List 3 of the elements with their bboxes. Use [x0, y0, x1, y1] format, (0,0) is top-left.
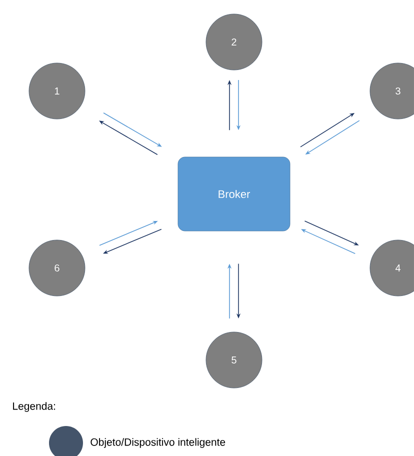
- legend-heading: Legenda:: [13, 402, 56, 412]
- broker-box: Broker: [178, 156, 290, 232]
- legend-text: Objeto/Dispositivo inteligente: [90, 438, 226, 448]
